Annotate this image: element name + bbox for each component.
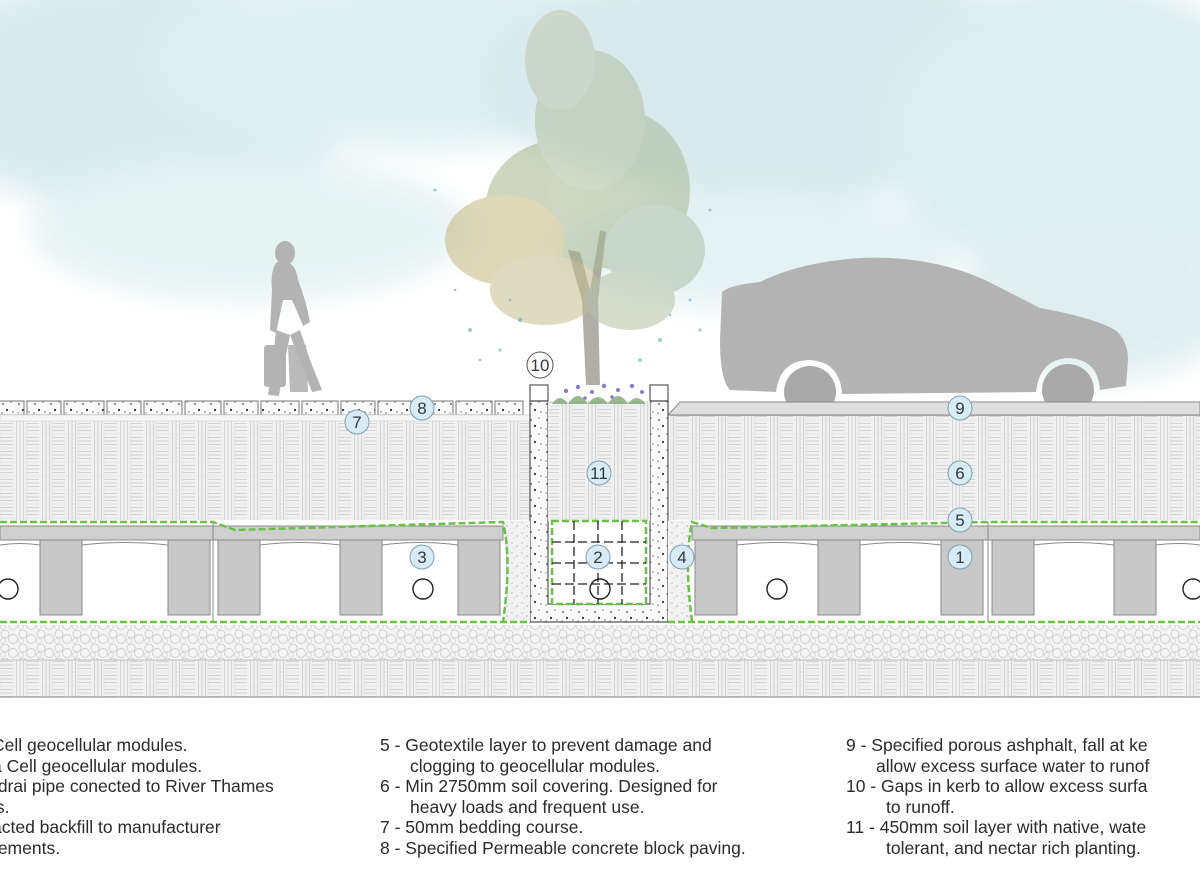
soil-layer-left — [0, 415, 530, 520]
svg-text:4: 4 — [677, 548, 686, 567]
svg-text:5: 5 — [955, 511, 964, 530]
pedestrian-silhouette — [264, 241, 322, 396]
legend-item-7: 7 - 50mm bedding course. — [380, 817, 584, 838]
cross-section-diagram: 1 2 3 4 5 6 7 8 9 10 11 — [0, 0, 1200, 698]
legend-item-3: rdrai pipe conected to River Thames — [0, 776, 274, 797]
marker-5: 5 — [947, 507, 973, 533]
marker-1: 1 — [947, 544, 973, 570]
bedding-course — [0, 414, 531, 422]
svg-text:10: 10 — [531, 356, 550, 375]
legend-item-9: 9 - Specified porous ashphalt, fall at k… — [846, 735, 1148, 755]
legend-item-6: 6 - Min 2750mm soil covering. Designed f… — [380, 776, 718, 797]
marker-11: 11 — [586, 460, 612, 486]
porous-asphalt — [666, 401, 1200, 416]
marker-7: 7 — [344, 409, 370, 435]
legend-item-4: acted backfill to manufacturer — [0, 817, 221, 838]
svg-text:11: 11 — [590, 464, 608, 483]
marker-3: 3 — [409, 544, 435, 570]
geotextile-layer — [0, 520, 1200, 624]
kerb-right — [649, 384, 669, 402]
backfill-left — [503, 521, 530, 622]
legend-item-10-cont: to runoff. — [886, 796, 955, 817]
legend-item-11-cont: tolerant, and nectar rich planting. — [886, 837, 1141, 858]
base-soil — [0, 660, 1200, 697]
svg-text:1: 1 — [955, 548, 964, 567]
marker-6: 6 — [947, 460, 973, 486]
tree-illustration — [433, 10, 712, 385]
legend-item-3-cont: ls. — [0, 796, 10, 817]
marker-10: 10 — [526, 351, 554, 379]
legend-item-5-cont: clogging to geocellular modules. — [410, 755, 661, 776]
svg-text:9: 9 — [955, 399, 964, 418]
svg-text:8: 8 — [417, 399, 426, 418]
planting — [552, 383, 646, 404]
geocellular-modules-left — [0, 522, 504, 622]
legend-item-6-cont: heavy loads and frequent use. — [410, 796, 645, 817]
legend-item-2: a Cell geocellular modules. — [0, 755, 203, 776]
svg-text:2: 2 — [593, 548, 602, 567]
marker-8: 8 — [409, 395, 435, 421]
marker-4: 4 — [669, 544, 695, 570]
marker-9: 9 — [947, 395, 973, 421]
legend-item-10: 10 - Gaps in kerb to allow excess surfa — [846, 776, 1148, 797]
kerb-left — [529, 384, 549, 402]
legend-column-3: 9 - Specified porous ashphalt, fall at k… — [846, 735, 1149, 859]
marker-2: 2 — [585, 544, 611, 570]
svg-text:7: 7 — [352, 413, 361, 432]
legend-item-8: 8 - Specified Permeable concrete block p… — [380, 837, 746, 858]
legend-item-9-cont: allow excess surface water to runof — [876, 755, 1150, 776]
drain-pipe — [589, 578, 611, 600]
geocellular-modules-right — [691, 522, 1200, 622]
svg-text:6: 6 — [955, 464, 964, 483]
legend-column-2: 5 - Geotextile layer to prevent damage a… — [380, 735, 746, 859]
legend-item-11: 11 - 450mm soil layer with native, wate — [846, 817, 1147, 838]
legend-item-5: 5 - Geotextile layer to prevent damage a… — [380, 735, 712, 755]
legend-column-1: Cell geocellular modules. a Cell geocell… — [0, 735, 274, 859]
gravel-subbase — [0, 625, 1200, 660]
block-paving — [0, 400, 524, 416]
svg-text:3: 3 — [417, 548, 426, 567]
legend-item-1: Cell geocellular modules. — [0, 735, 188, 755]
soil-layer-right — [670, 415, 1200, 520]
